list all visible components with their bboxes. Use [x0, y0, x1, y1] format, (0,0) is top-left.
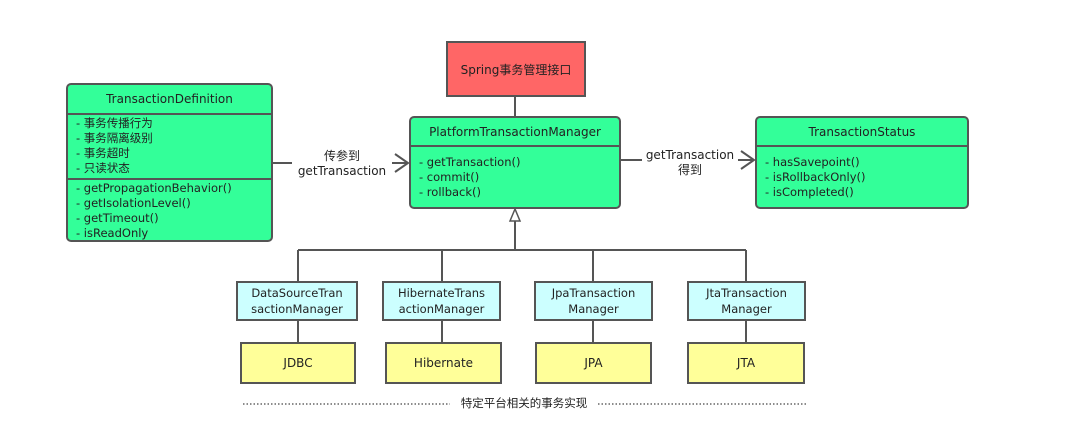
method: - isRollbackOnly()	[765, 170, 866, 184]
status-methods: - hasSavepoint() - isRollbackOnly() - is…	[757, 147, 967, 200]
manager-name: Manager	[721, 302, 772, 316]
method: - getIsolationLevel()	[76, 196, 191, 210]
platform-name: JTA	[736, 356, 756, 370]
edge-label-line: getTransaction	[642, 148, 738, 163]
platform-name: Hibernate	[413, 356, 474, 370]
manager-name: JpaTransaction	[551, 286, 636, 300]
status-title: TransactionStatus	[757, 118, 967, 147]
edge-label-line: getTransaction	[297, 164, 387, 178]
manager-name: DataSourceTran	[251, 286, 343, 300]
manager-name: JtaTransaction	[706, 286, 787, 300]
status-arrowhead	[740, 150, 756, 170]
platform-manager-title: PlatformTransactionManager	[411, 118, 619, 147]
status-edge-label: getTransaction 得到	[642, 148, 738, 178]
platform-box: Hibernate	[385, 342, 502, 384]
platform-manager-box: PlatformTransactionManager - getTransact…	[409, 116, 621, 209]
attribute: - 事务隔离级别	[76, 131, 153, 145]
method: - commit()	[419, 170, 480, 184]
definition-arrowhead	[394, 153, 410, 173]
transaction-status-box: TransactionStatus - hasSavepoint() - isR…	[755, 116, 969, 209]
platform-name: JPA	[584, 356, 603, 370]
manager-name: actionManager	[398, 302, 485, 316]
method: - getPropagationBehavior()	[76, 181, 232, 195]
footer-label: 特定平台相关的事务实现	[450, 396, 598, 411]
method: - getTimeout()	[76, 211, 159, 225]
impl-manager-box: DataSourceTran sactionManager	[236, 281, 358, 321]
edge-label-line: 传参到	[323, 149, 360, 163]
definition-methods: - getPropagationBehavior() - getIsolatio…	[68, 178, 271, 241]
attribute: - 只读状态	[76, 161, 130, 175]
manager-name: sactionManager	[251, 302, 343, 316]
method: - hasSavepoint()	[765, 155, 860, 169]
edge-label-line: 得到	[677, 163, 702, 177]
impl-manager-box: HibernateTrans actionManager	[382, 281, 501, 321]
platform-box: JDBC	[240, 342, 356, 384]
attribute: - 事务超时	[76, 146, 130, 160]
platform-manager-methods: - getTransaction() - commit() - rollback…	[411, 147, 619, 200]
platform-name: JDBC	[283, 356, 313, 370]
method: - rollback()	[419, 185, 482, 199]
manager-name: HibernateTrans	[397, 286, 486, 300]
definition-attributes: - 事务传播行为 - 事务隔离级别 - 事务超时 - 只读状态	[68, 115, 271, 178]
definition-edge-label: 传参到 getTransaction	[292, 149, 392, 179]
manager-name: Manager	[568, 302, 619, 316]
platform-box: JPA	[535, 342, 652, 384]
transaction-definition-box: TransactionDefinition - 事务传播行为 - 事务隔离级别 …	[66, 83, 273, 242]
interface-label: Spring事务管理接口	[460, 62, 572, 77]
method: - isReadOnly	[76, 226, 149, 240]
method: - isCompleted()	[765, 185, 854, 199]
method: - getTransaction()	[419, 155, 521, 169]
platform-box: JTA	[687, 342, 805, 384]
inheritance-triangle	[508, 207, 522, 222]
attribute: - 事务传播行为	[76, 116, 153, 130]
definition-title: TransactionDefinition	[68, 85, 271, 115]
spring-interface-box: Spring事务管理接口	[446, 41, 586, 97]
